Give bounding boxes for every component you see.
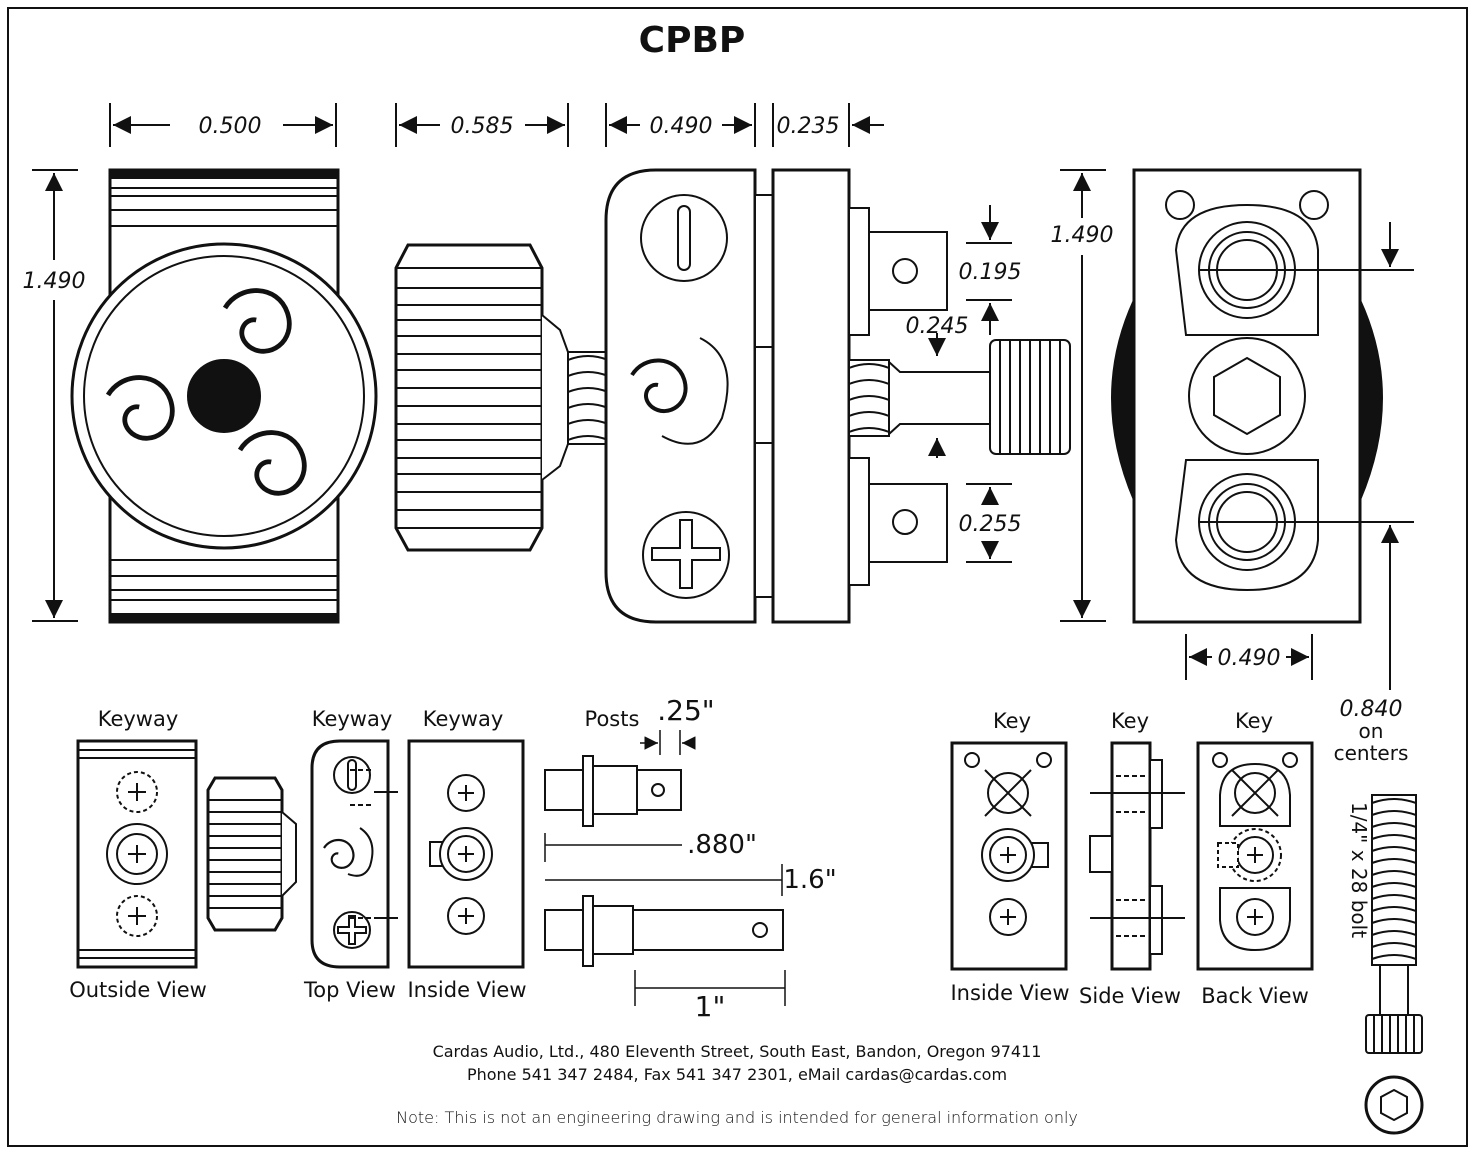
keyway-label-2: Keyway	[312, 707, 393, 731]
key-side-view	[1089, 741, 1185, 971]
posts-dim-880-label: .880"	[687, 830, 757, 860]
posts-dim-16-label: 1.6"	[783, 865, 836, 895]
dim-0235	[772, 103, 884, 147]
key-inside-view	[950, 741, 1068, 971]
binding-post-shaft	[848, 339, 1071, 455]
page-title: CPBP	[639, 20, 746, 61]
outside-view-caption: Outside View	[69, 978, 207, 1002]
back-view-caption: Back View	[1201, 984, 1309, 1008]
dim-0490-bottom	[1185, 634, 1313, 680]
short-post	[544, 755, 682, 827]
dim-0490-top	[605, 103, 756, 147]
dim-1490-right-label: 1.490	[1051, 223, 1114, 248]
dim-0585-label: 0.585	[451, 114, 514, 139]
keyway-top-view	[310, 739, 398, 969]
key-back-view	[1196, 741, 1314, 971]
posts-dim-880	[544, 833, 682, 862]
dim-1490-left-label: 1.490	[23, 269, 86, 294]
side-view-caption: Side View	[1079, 984, 1181, 1008]
keyway-nut	[206, 776, 297, 932]
keyway-outside-view	[76, 739, 198, 969]
dim-1490-left	[32, 169, 78, 622]
posts-dim-1-label: 1"	[695, 990, 726, 1023]
keyway-label-1: Keyway	[98, 707, 179, 731]
centers-label: centers	[1334, 741, 1409, 765]
knurled-nut-side-view	[394, 243, 569, 552]
keyway-inside-view	[407, 739, 525, 969]
dim-0255	[966, 483, 1012, 563]
keyway-inside-view-caption: Inside View	[407, 978, 526, 1002]
dim-0235-label: 0.235	[777, 114, 840, 139]
long-post	[544, 895, 784, 967]
spade-terminals	[848, 207, 948, 586]
dim-0255-label: 0.255	[959, 512, 1022, 537]
dim-0245-label: 0.245	[906, 314, 969, 339]
footer-address: Cardas Audio, Ltd., 480 Eleventh Street,…	[433, 1042, 1042, 1061]
dim-centers	[1200, 222, 1414, 690]
key-label-3: Key	[1235, 709, 1273, 733]
key-label-1: Key	[993, 709, 1031, 733]
footer-contact: Phone 541 347 2484, Fax 541 347 2301, eM…	[467, 1065, 1007, 1084]
dim-0195-label: 0.195	[959, 260, 1022, 285]
posts-dim-025-line	[640, 730, 696, 755]
top-view-caption: Top View	[303, 978, 396, 1002]
keyway-label-3: Keyway	[423, 707, 504, 731]
posts-dim-1	[634, 970, 786, 1006]
key-label-2: Key	[1111, 709, 1149, 733]
dim-0490-bottom-label: 0.490	[1218, 646, 1281, 671]
centers-on-label: on	[1359, 719, 1384, 743]
centers-value: 0.840	[1340, 697, 1403, 722]
dim-0195	[966, 205, 1012, 335]
back-view	[1111, 168, 1383, 624]
bolt	[1364, 794, 1424, 1135]
dim-1490-right	[1060, 169, 1106, 622]
dim-0490-top-label: 0.490	[650, 114, 713, 139]
posts-dim-025: .25"	[657, 694, 714, 727]
posts-dim-16	[545, 864, 783, 896]
dim-0585	[395, 103, 569, 147]
body-side-view	[604, 168, 851, 624]
dim-0500	[109, 103, 337, 147]
dim-0500-label: 0.500	[199, 114, 262, 139]
footer-note: Note: This is not an engineering drawing…	[396, 1108, 1078, 1127]
posts-label: Posts	[585, 707, 640, 731]
key-inside-view-caption: Inside View	[950, 981, 1069, 1005]
bolt-label: 1/4" x 28 bolt	[1347, 802, 1371, 938]
housing-outside-view	[70, 168, 378, 624]
threaded-stud	[567, 351, 609, 445]
